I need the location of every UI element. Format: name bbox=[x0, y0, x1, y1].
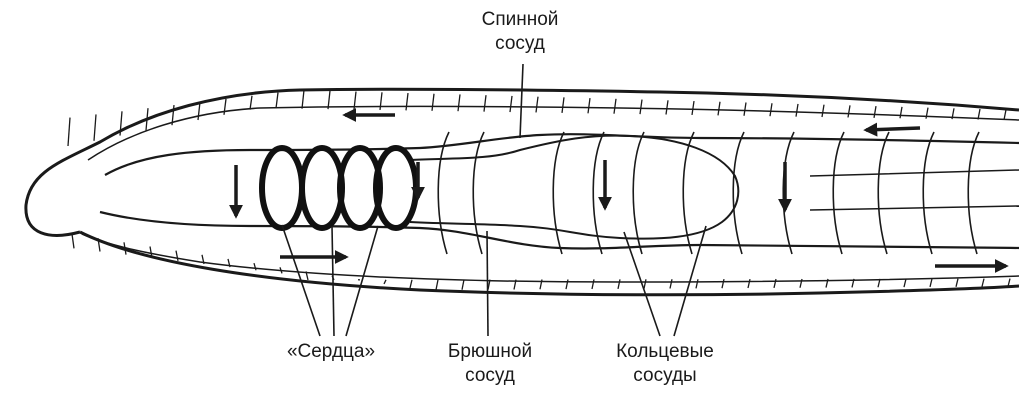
heart-ring-1 bbox=[262, 148, 302, 228]
ring-vessel-9 bbox=[833, 132, 844, 254]
inner-top-line bbox=[88, 107, 1019, 161]
segment-bottom-5 bbox=[176, 251, 178, 261]
segment-top-16 bbox=[458, 94, 460, 111]
segment-bottom-33 bbox=[904, 279, 906, 287]
segment-top-33 bbox=[900, 107, 902, 118]
segment-top-19 bbox=[536, 97, 538, 113]
segment-top-27 bbox=[744, 102, 746, 115]
segment-bottom-20 bbox=[566, 279, 568, 289]
label-dorsal-vessel: Спинной сосуд bbox=[455, 8, 585, 56]
label-hearts-line1: «Сердца» bbox=[256, 340, 406, 364]
segment-top-7 bbox=[224, 99, 226, 115]
segment-top-10 bbox=[302, 90, 304, 109]
segment-bottom-1 bbox=[72, 234, 74, 248]
flow-arrows bbox=[236, 115, 1006, 266]
segment-top-32 bbox=[874, 106, 876, 118]
segment-top-25 bbox=[692, 101, 694, 115]
segment-top-31 bbox=[848, 105, 850, 117]
segment-top-24 bbox=[666, 100, 668, 114]
label-ventral-line2: сосуд bbox=[425, 364, 555, 388]
leader-ring-b bbox=[674, 226, 706, 336]
segment-top-6 bbox=[198, 102, 200, 120]
leader-hearts-c bbox=[346, 226, 378, 336]
segment-top-26 bbox=[718, 102, 720, 116]
label-ring-line1: Кольцевые bbox=[590, 340, 740, 364]
ring-vessel-11 bbox=[923, 132, 934, 254]
gut-upper-line bbox=[810, 170, 1019, 176]
segment-top-37 bbox=[1004, 110, 1006, 120]
label-hearts: «Сердца» bbox=[256, 340, 406, 364]
segment-bottom-8 bbox=[254, 263, 256, 270]
segment-bottom-25 bbox=[696, 279, 698, 288]
segment-top-15 bbox=[432, 94, 434, 111]
segment-top-21 bbox=[588, 98, 590, 113]
segment-bottom-24 bbox=[670, 279, 672, 288]
label-ring-line2: сосуды bbox=[590, 364, 740, 388]
segment-top-28 bbox=[770, 103, 772, 116]
segment-top-23 bbox=[640, 100, 642, 115]
worm-body-outline bbox=[26, 89, 1019, 295]
segment-top-30 bbox=[822, 105, 824, 117]
segment-top-1 bbox=[68, 118, 70, 146]
ring-vessel-5 bbox=[633, 132, 644, 254]
segment-top-13 bbox=[380, 92, 382, 110]
ring-vessel-1 bbox=[438, 132, 449, 254]
arrow-dorsal-left-2 bbox=[866, 128, 920, 130]
label-ring-vessels: Кольцевые сосуды bbox=[590, 340, 740, 388]
segment-bottom-23 bbox=[644, 279, 646, 288]
segment-top-14 bbox=[406, 93, 408, 110]
segment-bottom-14 bbox=[410, 280, 412, 288]
segment-bottom-16 bbox=[462, 280, 464, 290]
label-ventral-line1: Брюшной bbox=[425, 340, 555, 364]
body-segments bbox=[68, 90, 1010, 290]
segment-bottom-21 bbox=[592, 279, 594, 289]
segment-top-9 bbox=[276, 93, 278, 109]
ring-vessel-3 bbox=[553, 132, 564, 254]
segment-bottom-36 bbox=[982, 279, 984, 287]
segment-top-29 bbox=[796, 104, 798, 117]
segment-bottom-28 bbox=[774, 279, 776, 288]
ring-vessel-12 bbox=[968, 132, 979, 254]
inner-bottom-line bbox=[82, 234, 1019, 282]
body-outline-top bbox=[26, 89, 1019, 235]
ring-vessel-10 bbox=[878, 132, 889, 254]
segment-top-8 bbox=[250, 96, 252, 110]
segment-top-18 bbox=[510, 96, 512, 112]
segment-top-20 bbox=[562, 97, 564, 112]
segment-bottom-26 bbox=[722, 279, 724, 288]
segment-bottom-27 bbox=[748, 279, 750, 288]
gut-bulge bbox=[410, 136, 738, 239]
gut-lower-line bbox=[810, 206, 1019, 210]
segment-bottom-13 bbox=[384, 280, 386, 284]
leader-dorsal bbox=[520, 64, 523, 138]
segment-top-17 bbox=[484, 95, 486, 111]
heart-ring-2 bbox=[302, 148, 342, 228]
segment-top-22 bbox=[614, 99, 616, 114]
hearts-group bbox=[262, 148, 416, 228]
segment-bottom-34 bbox=[930, 279, 932, 287]
segment-top-2 bbox=[94, 114, 96, 140]
leader-ventral bbox=[487, 231, 488, 336]
label-ventral-vessel: Брюшной сосуд bbox=[425, 340, 555, 388]
label-dorsal-line1: Спинной bbox=[455, 8, 585, 32]
segment-bottom-15 bbox=[436, 280, 438, 290]
label-dorsal-line2: сосуд bbox=[455, 32, 585, 56]
leader-hearts-b bbox=[332, 226, 334, 336]
segment-bottom-22 bbox=[618, 279, 620, 288]
segment-bottom-35 bbox=[956, 279, 958, 287]
